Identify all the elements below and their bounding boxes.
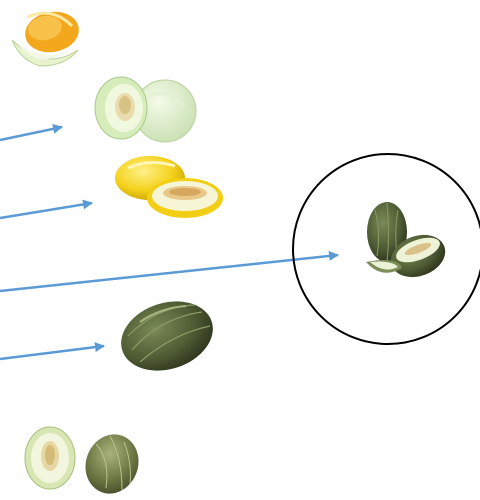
dark-green-oval-melon (112, 290, 222, 382)
orange-flesh-melon-slice (12, 8, 82, 66)
arrow-to-canary (0, 203, 92, 218)
honeydew-melon (95, 77, 196, 142)
arrow-to-dark-oval (0, 346, 104, 359)
green-mottled-melon-halved (25, 427, 147, 500)
dark-green-melon-in-circle (366, 202, 451, 284)
arrow-to-honeydew (0, 127, 62, 140)
yellow-canary-melon (115, 156, 223, 218)
arrow-to-circled-melon (0, 255, 338, 291)
